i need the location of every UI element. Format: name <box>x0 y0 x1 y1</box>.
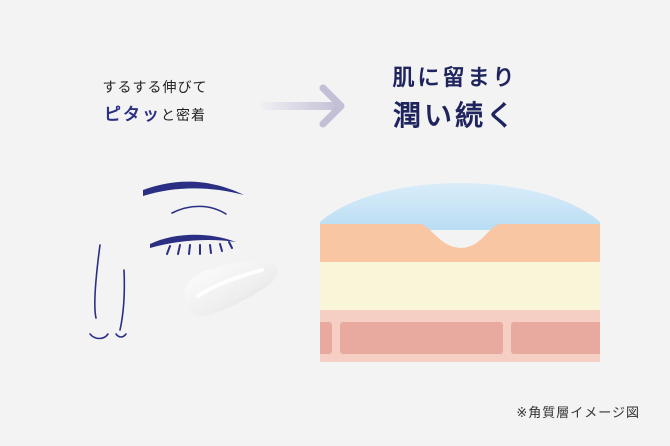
cell <box>320 322 332 354</box>
nose-bridge <box>119 269 126 331</box>
nostril-right <box>115 333 127 338</box>
right-caption: 肌に留まり 潤い続く <box>360 64 550 136</box>
nose-line <box>94 244 101 319</box>
left-caption: するする伸びて ピタッと密着 <box>60 78 250 127</box>
nostril <box>89 333 109 340</box>
pink-layer <box>320 310 600 362</box>
cell <box>511 322 600 354</box>
stratum-corneum-layer <box>320 224 600 262</box>
closed-eye <box>150 234 236 248</box>
keep-moist-text: 潤い続く <box>392 99 517 132</box>
adhere-rest: と密着 <box>161 108 206 124</box>
eyebrow <box>143 181 244 196</box>
stay-on-skin-text: 肌に留まり <box>392 66 518 91</box>
moisture-layer <box>320 183 600 230</box>
spread-text: するする伸びて <box>102 80 208 96</box>
eyelid-crease <box>171 205 227 215</box>
cream-layer <box>320 262 600 310</box>
adhere-emphasis: ピタッ <box>104 105 161 125</box>
diagram-note: ※角質層イメージ図 <box>516 406 640 421</box>
adhere-text: ピタッと密着 <box>60 104 250 127</box>
cell <box>340 322 503 354</box>
eyelashes <box>166 241 233 255</box>
